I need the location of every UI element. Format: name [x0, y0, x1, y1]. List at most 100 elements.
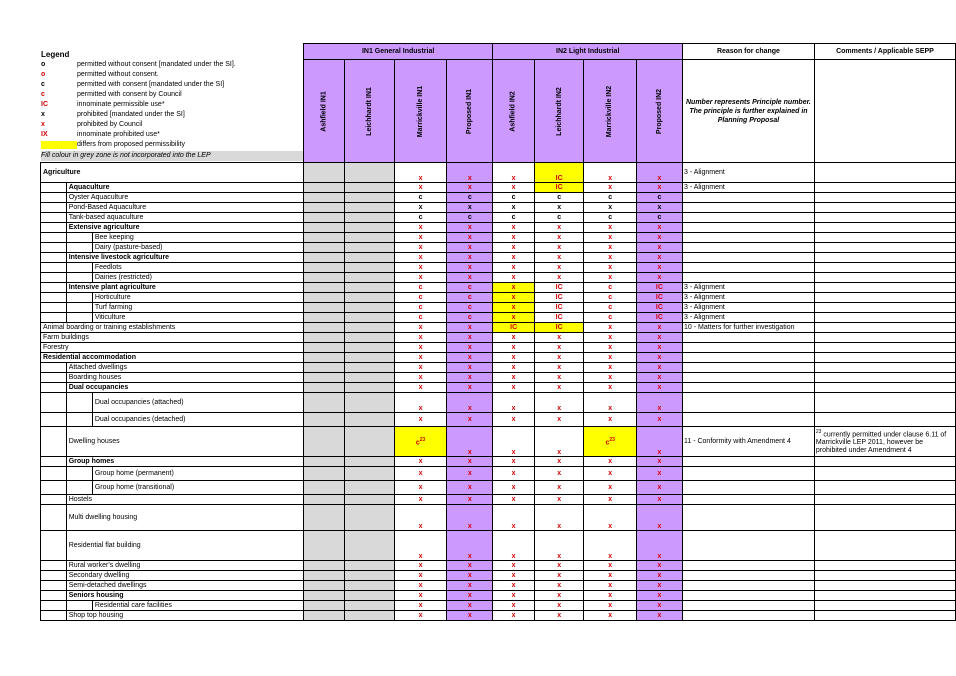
permissibility-cell: x: [393, 362, 448, 373]
permissibility-cell: x: [583, 494, 637, 505]
reason-cell: [681, 382, 815, 393]
permissibility-cell: x: [393, 412, 448, 427]
indent-cell: [40, 212, 67, 223]
indent-cell: [40, 504, 67, 531]
permissibility-cell: IC: [533, 292, 585, 303]
permissibility-cell: x: [446, 322, 494, 333]
permissibility-cell: x: [583, 590, 637, 601]
reason-cell: 3 - Alignment: [681, 282, 815, 293]
permissibility-cell: IC: [533, 182, 585, 193]
indent-cell: [40, 202, 67, 213]
permissibility-cell: [344, 222, 395, 233]
permissibility-cell: x: [533, 466, 585, 481]
comment-cell: [813, 372, 956, 383]
permissibility-cell: x: [393, 182, 448, 193]
permissibility-cell: x: [393, 322, 448, 333]
permissibility-cell: x: [393, 590, 448, 601]
indent-cell: [40, 372, 67, 383]
permissibility-cell: c: [533, 192, 585, 203]
land-use-label: Group home (permanent): [91, 466, 304, 481]
permissibility-cell: [302, 392, 346, 413]
permissibility-cell: x: [583, 560, 637, 571]
indent-cell: [65, 312, 93, 323]
permissibility-cell: x: [492, 222, 535, 233]
reason-cell: [681, 456, 815, 467]
permissibility-cell: x: [393, 352, 448, 363]
land-use-label: Animal boarding or training establishmen…: [40, 322, 304, 333]
permissibility-cell: c: [446, 282, 494, 293]
permissibility-cell: x: [583, 222, 637, 233]
permissibility-cell: x: [492, 362, 535, 373]
permissibility-cell: [344, 466, 395, 481]
permissibility-cell: x: [635, 272, 683, 283]
permissibility-cell: x: [393, 342, 448, 353]
permissibility-cell: x: [583, 504, 637, 531]
permissibility-cell: x: [533, 600, 585, 611]
permissibility-cell: x: [492, 570, 535, 581]
permissibility-cell: x: [446, 272, 494, 283]
reason-cell: [681, 392, 815, 413]
permissibility-cell: x: [492, 466, 535, 481]
land-use-label: Attached dwellings: [65, 362, 304, 373]
permissibility-cell: x: [583, 412, 637, 427]
permissibility-cell: x: [583, 242, 637, 253]
permissibility-cell: c: [393, 302, 448, 313]
reason-cell: [681, 372, 815, 383]
indent-cell: [40, 570, 67, 581]
permissibility-cell: x: [583, 530, 637, 561]
permissibility-cell: IC: [533, 302, 585, 313]
permissibility-cell: x: [533, 382, 585, 393]
permissibility-cell: x: [635, 332, 683, 343]
reason-cell: 3 - Alignment: [681, 162, 815, 183]
permissibility-cell: x: [635, 580, 683, 591]
permissibility-cell: [344, 232, 395, 243]
permissibility-cell: [344, 412, 395, 427]
permissibility-cell: [344, 580, 395, 591]
permissibility-cell: x: [492, 252, 535, 263]
column-header: Ashfield IN1: [302, 59, 346, 163]
permissibility-cell: x: [393, 392, 448, 413]
permissibility-cell: [344, 202, 395, 213]
permissibility-cell: x: [533, 362, 585, 373]
permissibility-cell: [302, 332, 346, 343]
permissibility-cell: x: [583, 232, 637, 243]
permissibility-cell: x: [533, 426, 585, 457]
permissibility-cell: x: [533, 352, 585, 363]
permissibility-cell: IC: [492, 322, 535, 333]
permissibility-cell: x: [635, 352, 683, 363]
land-use-label: Bee keeping: [91, 232, 304, 243]
column-header-label: Leichhardt IN1: [366, 86, 374, 136]
land-use-label: Shop top housing: [65, 610, 304, 621]
reason-cell: [681, 332, 815, 343]
reason-note: Number represents Principle number. The …: [681, 59, 815, 163]
indent-cell: [40, 272, 67, 283]
land-use-label: Intensive plant agriculture: [65, 282, 304, 293]
comment-cell: [813, 466, 956, 481]
permissibility-cell: [302, 412, 346, 427]
comment-cell: [813, 610, 956, 621]
land-use-label: Farm buildings: [40, 332, 304, 343]
permissibility-cell: x: [393, 332, 448, 343]
permissibility-cell: c: [635, 212, 683, 223]
reason-cell: 3 - Alignment: [681, 302, 815, 313]
permissibility-cell: x: [492, 202, 535, 213]
permissibility-cell: x: [635, 162, 683, 183]
in1-header: IN1 General Industrial: [302, 43, 494, 60]
land-use-label: Horticulture: [91, 292, 304, 303]
indent-cell: [40, 292, 67, 303]
comment-cell: [813, 456, 956, 467]
permissibility-cell: [302, 362, 346, 373]
indent-cell: [65, 272, 93, 283]
permissibility-cell: x: [492, 494, 535, 505]
reason-cell: [681, 600, 815, 611]
permissibility-cell: x: [446, 232, 494, 243]
land-use-label: Dual occupancies (attached): [91, 392, 304, 413]
